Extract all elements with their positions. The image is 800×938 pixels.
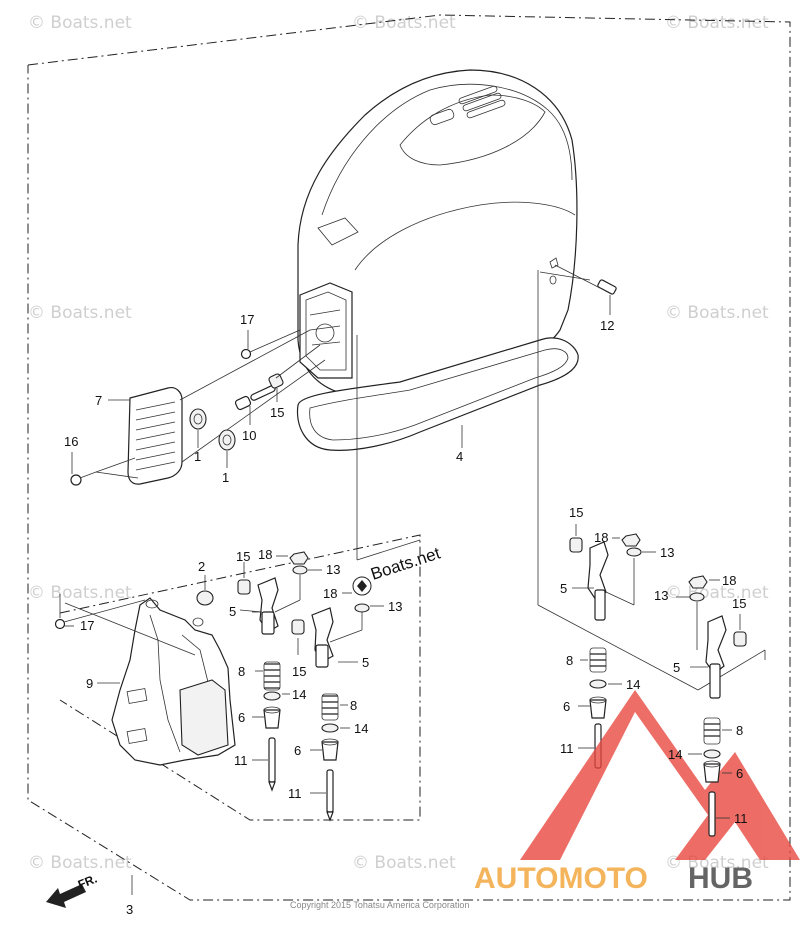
callout-5: 5 — [673, 660, 680, 675]
callout-18: 18 — [594, 530, 608, 545]
callout-18: 18 — [722, 573, 736, 588]
callout-15: 15 — [236, 549, 250, 564]
spring-stack-right-b — [688, 717, 732, 837]
callout-4: 4 — [456, 449, 463, 464]
callout-7: 7 — [95, 393, 102, 408]
callout-5: 5 — [229, 604, 236, 619]
leader-line — [275, 344, 321, 379]
callout-11: 11 — [734, 811, 748, 826]
callout-6: 6 — [563, 699, 570, 714]
callout-14: 14 — [354, 721, 368, 736]
callout-17: 17 — [240, 312, 254, 327]
callout-14: 14 — [292, 687, 306, 702]
top-vent — [429, 85, 506, 126]
latch-left-b — [291, 592, 384, 822]
latch-right-a — [569, 524, 656, 621]
collar-15-top — [268, 373, 284, 402]
callout-15: 15 — [270, 405, 284, 420]
callout-8: 8 — [566, 653, 573, 668]
callout-6: 6 — [294, 743, 301, 758]
grommet-1 — [218, 429, 236, 468]
assembly-boundary — [27, 14, 791, 901]
vent-grille-7 — [127, 387, 183, 485]
leader-line — [64, 602, 196, 656]
callout-15: 15 — [732, 596, 746, 611]
watermark: © Boats.net — [665, 13, 769, 33]
screw-16 — [70, 452, 139, 486]
leader-line — [181, 359, 326, 463]
logo-text-hub: HUB — [688, 862, 753, 895]
callout-5: 5 — [560, 581, 567, 596]
copyright-text: Copyright 2015 Tohatsu America Corporati… — [290, 900, 469, 910]
watermark: © Boats.net — [352, 13, 456, 33]
callout-2: 2 — [198, 559, 205, 574]
watermark: © Boats.net — [28, 303, 132, 323]
watermark: © Boats.net — [665, 583, 769, 603]
callout-15: 15 — [292, 664, 306, 679]
latch-left-a — [237, 551, 322, 792]
watermark: © Boats.net — [665, 303, 769, 323]
callout-5: 5 — [362, 655, 369, 670]
latch-right-b — [676, 575, 747, 699]
grommet-2 — [196, 575, 214, 606]
screw-17-top — [240, 329, 301, 360]
callout-15: 15 — [569, 505, 583, 520]
callout-3: 3 — [126, 902, 133, 917]
callout-11: 11 — [560, 741, 574, 756]
callout-6: 6 — [736, 766, 743, 781]
direction-label: FR. — [76, 872, 99, 892]
callout-6: 6 — [238, 710, 245, 725]
callout-16: 16 — [64, 434, 78, 449]
watermark: © Boats.net — [28, 583, 132, 603]
callout-17: 17 — [80, 618, 94, 633]
callout-12: 12 — [600, 318, 614, 333]
leader-line — [356, 539, 421, 561]
callout-13: 13 — [654, 588, 668, 603]
callout-11: 11 — [234, 753, 248, 768]
leader-line — [179, 329, 311, 401]
bolt-12 — [554, 264, 617, 315]
callout-8: 8 — [736, 723, 743, 738]
boats-net-callout: Boats.net — [352, 543, 443, 596]
callout-8: 8 — [350, 698, 357, 713]
callout-18: 18 — [258, 547, 272, 562]
screw-17-bottom — [54, 594, 146, 630]
callout-10: 10 — [242, 428, 256, 443]
callout-1: 1 — [194, 449, 201, 464]
leader-line — [697, 649, 766, 691]
grommet-1 — [189, 408, 207, 448]
callout-18: 18 — [323, 586, 337, 601]
callout-11: 11 — [288, 786, 302, 801]
automotohub-logo: AUTOMOTO HUB — [474, 690, 800, 895]
watermark: © Boats.net — [28, 853, 132, 873]
callout-1: 1 — [222, 470, 229, 485]
bracket-9 — [111, 597, 236, 766]
callout-13: 13 — [660, 545, 674, 560]
callout-9: 9 — [86, 676, 93, 691]
top-cowling — [296, 69, 579, 451]
front-direction-arrow: FR. — [46, 872, 99, 908]
callout-13: 13 — [326, 562, 340, 577]
boats-net-label: Boats.net — [368, 543, 442, 583]
logo-mark — [520, 690, 800, 860]
watermark: © Boats.net — [28, 13, 132, 33]
watermark: © Boats.net — [352, 853, 456, 873]
callout-14: 14 — [668, 747, 682, 762]
callout-8: 8 — [238, 664, 245, 679]
callout-13: 13 — [388, 599, 402, 614]
leader-line — [537, 604, 699, 691]
callout-14: 14 — [626, 677, 640, 692]
logo-text-automoto: AUTOMOTO — [474, 862, 648, 895]
